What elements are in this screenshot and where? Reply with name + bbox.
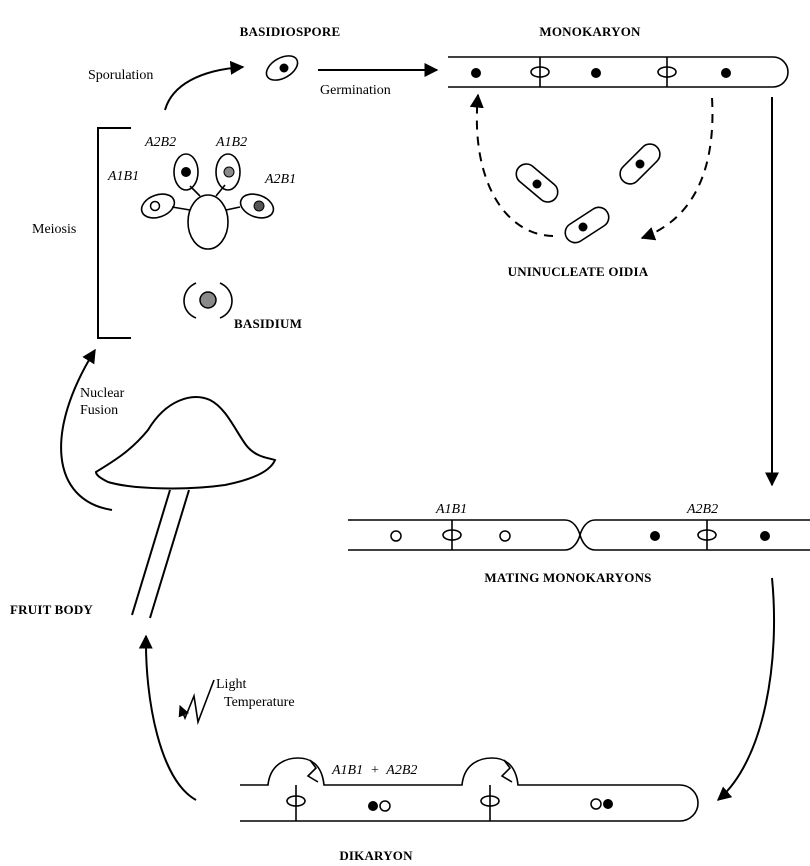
mate-genotype-right: A2B2	[686, 502, 718, 517]
basidiospore	[262, 51, 301, 85]
mushroom	[96, 397, 275, 618]
spore-genotype-a1b1: A1B1	[107, 169, 139, 184]
mating-monokaryons-label: MATING MONOKARYONS	[484, 570, 651, 585]
mating-hyphae	[348, 520, 810, 550]
light-temperature-zigzag	[180, 680, 214, 722]
to-dikaryon-arrow	[718, 578, 774, 800]
oidia-release-arrow	[642, 98, 712, 238]
monokaryon-label: MONOKARYON	[539, 24, 641, 39]
meiosis-label: Meiosis	[32, 222, 76, 237]
nuclear-fusion-label-1: Nuclear	[80, 386, 125, 401]
dikaryon-mating-label: A1B1 + A2B2	[331, 763, 417, 778]
spore-genotype-a2b1: A2B1	[264, 172, 296, 187]
meiosis-bracket	[98, 128, 131, 338]
sporulation-arrow	[165, 67, 243, 110]
dikaryon-label: DIKARYON	[339, 848, 413, 863]
to-fruit-body-arrow	[146, 636, 196, 800]
mate-genotype-left: A1B1	[435, 502, 467, 517]
nuclear-fusion-arrow	[61, 350, 112, 510]
sporulation-label: Sporulation	[88, 68, 153, 83]
oidium-3	[561, 204, 612, 247]
dikaryon-hypha	[240, 758, 698, 821]
temperature-label: Temperature	[224, 695, 295, 710]
basidium-label: BASIDIUM	[234, 316, 302, 331]
spore-genotype-a2b2: A2B2	[144, 135, 176, 150]
nuclear-fusion-label-2: Fusion	[80, 403, 118, 418]
spore-genotype-a1b2: A1B2	[215, 135, 247, 150]
germination-label: Germination	[320, 83, 391, 98]
oidium-1	[512, 160, 562, 206]
basidiospore-label: BASIDIOSPORE	[240, 24, 341, 39]
light-label: Light	[216, 677, 246, 692]
basidium-diploid	[184, 283, 232, 318]
oidium-2	[616, 140, 664, 188]
uninucleate-oidia-label: UNINUCLEATE OIDIA	[508, 264, 649, 279]
monokaryon-hypha	[448, 57, 788, 87]
basidium-spores	[138, 154, 276, 249]
oidia-return-arrow	[477, 95, 553, 236]
fruit-body-label: FRUIT BODY	[10, 602, 93, 617]
